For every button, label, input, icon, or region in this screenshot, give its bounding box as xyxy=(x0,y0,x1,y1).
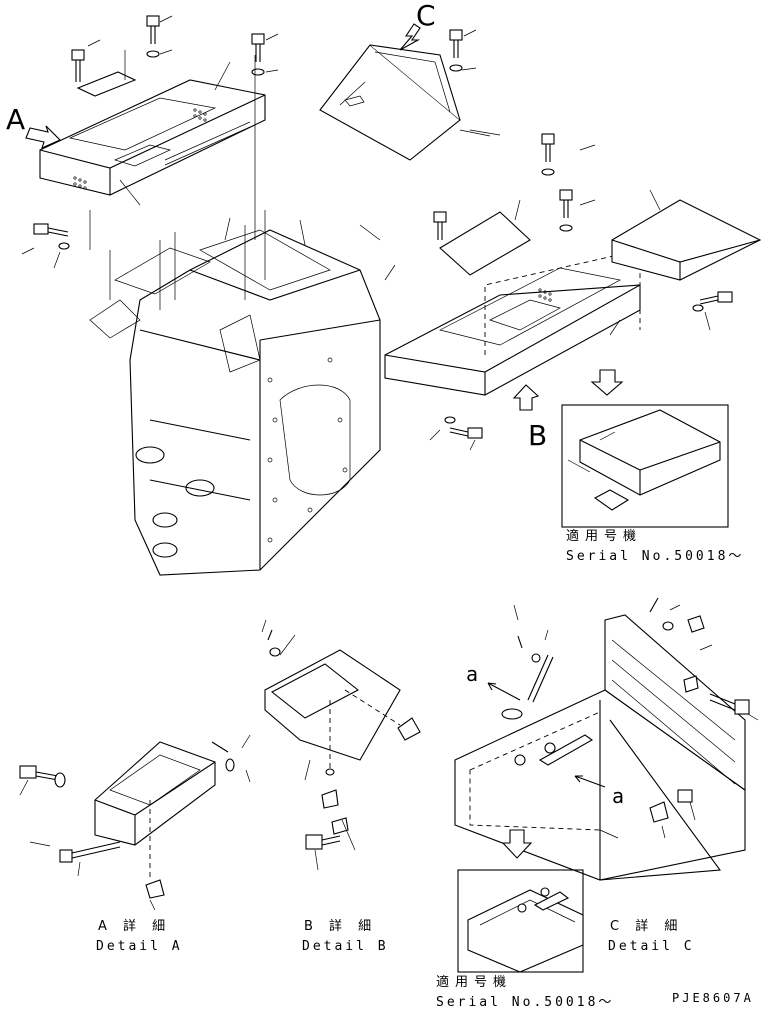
view-arrow-b-icon xyxy=(512,384,540,411)
drawing-code: PJE8607A xyxy=(672,991,754,1005)
bolts-cover-a xyxy=(21,15,279,269)
cover-a-part xyxy=(39,71,266,196)
arrow-label-a-left: a xyxy=(466,662,479,686)
main-frame-part xyxy=(89,210,381,576)
detail-a-title-jp: A 詳 細 xyxy=(98,919,172,934)
arrow-label-a-right: a xyxy=(612,784,625,808)
main-exploded-view xyxy=(21,15,762,576)
detail-c-title-jp: C 詳 細 xyxy=(610,919,684,934)
detail-b-title-en: Detail B xyxy=(302,939,389,954)
inset-bottom-frame xyxy=(457,829,584,973)
inset-top-frame xyxy=(561,369,729,528)
detail-b-view xyxy=(261,619,421,871)
inset-bottom-applicable-label: 適用号機 xyxy=(436,975,513,990)
inset-top-serial-label: Serial No.50018～ xyxy=(566,549,745,564)
detail-c-title-en: Detail C xyxy=(608,939,695,954)
view-arrows xyxy=(25,23,540,411)
inset-top-applicable-label: 適用号機 xyxy=(566,529,643,544)
view-label-b: B xyxy=(528,419,548,452)
cover-c-part xyxy=(319,29,491,161)
inset-arrow-top-icon xyxy=(590,369,624,396)
view-label-c: C xyxy=(416,0,436,32)
detail-a-view xyxy=(19,734,251,911)
leader-lines-main xyxy=(89,50,711,451)
bolts-cover-b xyxy=(433,133,733,439)
view-label-a: A xyxy=(6,103,26,136)
cover-b-part xyxy=(384,199,762,396)
inset-arrow-bottom-icon xyxy=(501,829,533,859)
view-arrow-a-icon xyxy=(25,125,61,150)
detail-a-title-en: Detail A xyxy=(96,939,183,954)
view-arrow-c-icon xyxy=(399,23,421,51)
inset-bottom-serial-label: Serial No.50018～ xyxy=(436,995,615,1010)
detail-b-title-jp: B 詳 細 xyxy=(304,919,378,934)
arrow-a-right-icon xyxy=(574,775,606,788)
detail-c-view xyxy=(454,597,759,881)
arrow-a-left-icon xyxy=(487,682,521,701)
